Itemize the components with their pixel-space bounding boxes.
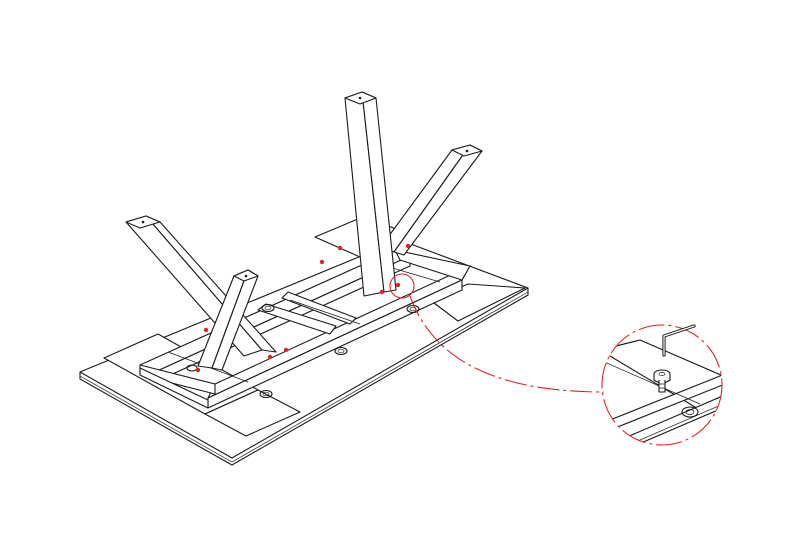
hex-key-icon	[662, 324, 696, 357]
bolt-icon	[653, 369, 671, 393]
magnified-detail-circle	[601, 324, 723, 446]
leg-back-right-b	[344, 91, 397, 297]
callout-origin	[389, 273, 415, 299]
screw-holes	[186, 303, 420, 399]
leg-front-left-b	[197, 269, 259, 371]
bolt-markers	[195, 243, 411, 373]
callout-leader	[409, 295, 605, 393]
leg-back-right-a	[379, 144, 483, 256]
